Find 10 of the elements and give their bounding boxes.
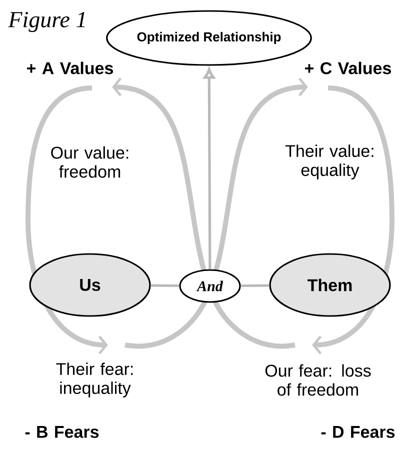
pole-heading: - B Fears [25, 426, 99, 438]
value-label: Their value: equality [286, 144, 374, 180]
pole-heading: - D Fears [321, 426, 395, 438]
connector-line [204, 68, 215, 270]
fear-label: Their fear: inequality [56, 362, 133, 398]
value-label: Our value: freedom [51, 146, 128, 178]
connector-line [240, 284, 270, 288]
figure-title: Figure 1 [8, 12, 85, 32]
connector-line [150, 284, 180, 288]
fear-label: Our fear: loss of freedom [265, 364, 371, 396]
